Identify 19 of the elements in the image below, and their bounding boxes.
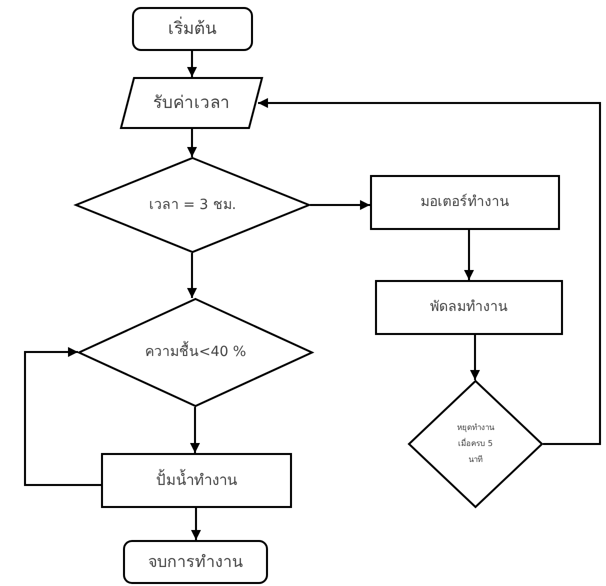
arrow	[470, 335, 480, 380]
arrow	[190, 407, 200, 453]
arrow	[187, 253, 197, 298]
arrow	[310, 200, 370, 210]
process-box: ปั้มน้ำทำงาน	[101, 453, 292, 508]
input-parallelogram: รับค่าเวลา	[120, 77, 263, 129]
terminal-box: เริ่มต้น	[132, 7, 253, 51]
decision-diamond: ความชื้น<40 %	[78, 298, 313, 407]
terminal-box: จบการทำงาน	[123, 540, 268, 584]
arrow	[258, 98, 601, 445]
decision-diamond: เวลา = 3 ชม.	[75, 157, 310, 253]
arrow	[24, 347, 101, 486]
arrow	[187, 51, 197, 77]
process-box: มอเตอร์ทำงาน	[370, 175, 560, 230]
decision-diamond: หยุดทำงาน เมื่อครบ 5 นาที	[408, 380, 543, 508]
arrow	[464, 230, 474, 280]
process-box: พัดลมทำงาน	[375, 280, 563, 335]
arrow	[191, 508, 201, 540]
arrow	[187, 129, 197, 157]
